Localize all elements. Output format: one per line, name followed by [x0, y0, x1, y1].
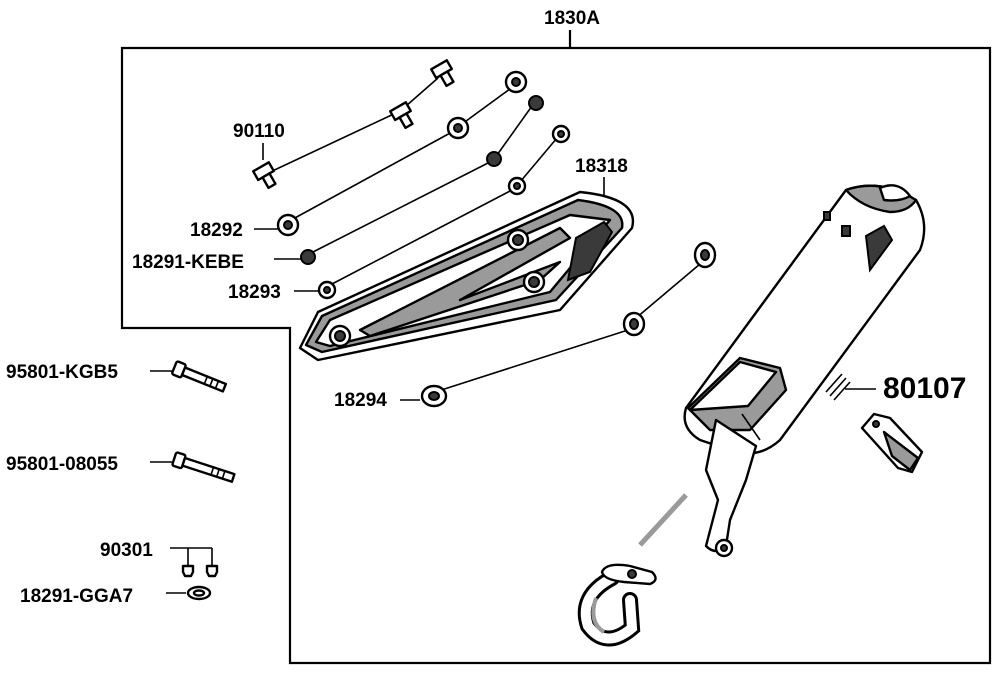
label-80107: 80107 [883, 372, 966, 405]
label-washer-c: 18294 [334, 390, 387, 411]
nut-icon [300, 95, 544, 265]
label-nut-90301: 90301 [100, 540, 153, 561]
assembly-frame [120, 30, 992, 665]
long-bolt-08055-icon [171, 451, 236, 483]
label-bolt-kgb5: 95801-KGB5 [6, 362, 118, 383]
rubber-washer-icon [420, 241, 717, 408]
small-washer-icon [317, 124, 571, 300]
small-nut-icon [181, 564, 219, 578]
label-bolt-top: 90110 [233, 121, 285, 142]
long-bolt-kgb5-icon [171, 360, 228, 393]
gasket-icon [186, 585, 212, 601]
label-bolt-08055: 95801-08055 [6, 454, 118, 475]
washer-icon [276, 70, 528, 237]
clamp-bracket-icon [860, 412, 924, 474]
label-washer-a: 18292 [190, 220, 243, 241]
label-assembly: 1830A [544, 8, 600, 29]
muffler-icon [577, 184, 926, 647]
label-washer-b: 18293 [228, 282, 281, 303]
label-gasket-gga7: 18291-GGA7 [20, 586, 133, 607]
leader-lines [150, 77, 876, 594]
label-nut-kebe: 18291-KEBE [132, 252, 244, 273]
flange-bolt-icon [252, 59, 455, 190]
heat-guard-icon [298, 190, 635, 362]
pin-clip-icon [825, 373, 851, 401]
label-heat-guard: 18318 [575, 156, 628, 177]
